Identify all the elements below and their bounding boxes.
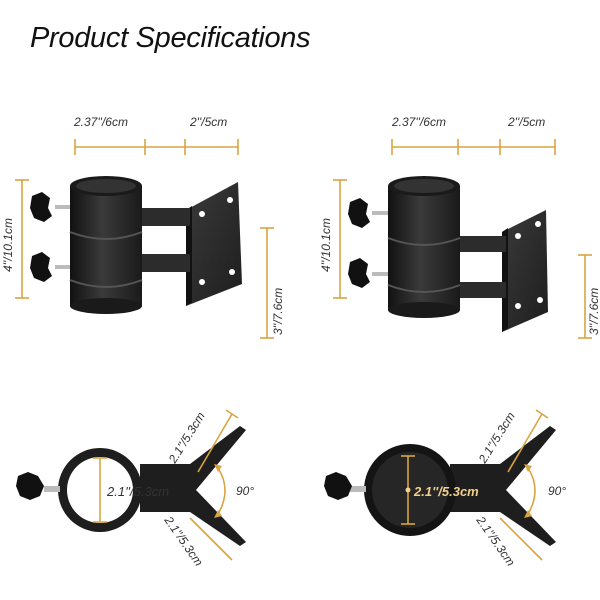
top-right-view: 2.37''/6cm 2''/5cm 4''/10.1cm [319, 115, 600, 339]
bl-knob [16, 472, 60, 500]
bl-diameter-label: 2.1''/5.3cm [106, 484, 169, 499]
bottom-right-view: 2.1''/5.3cm 2.1''/5.3cm 2.1''/5.3cm 90° [324, 409, 566, 569]
tr-arm-top [450, 236, 506, 252]
bl-arm-bottom-label: 2.1''/5.3cm [161, 513, 206, 569]
tr-height-plate-label: 3''/7.6cm [587, 288, 600, 335]
bottom-left-view: 2.1''/5.3cm 2.1''/5.3cm 2.1''/5.3cm 90° [16, 409, 254, 569]
tl-height-plate-label: 3''/7.6cm [271, 288, 285, 335]
page-title: Product Specifications [30, 22, 311, 54]
tl-mount-plate [186, 182, 242, 306]
tr-mount-plate [502, 210, 548, 332]
tl-knob-top [30, 192, 70, 222]
tr-width-a-label: 2.37''/6cm [391, 115, 446, 129]
tl-knob-bottom [30, 252, 70, 282]
tr-width-b-label: 2''/5cm [507, 115, 545, 129]
tr-knob-bottom [348, 258, 388, 288]
br-angle-label: 90° [548, 484, 566, 498]
tr-arm-bottom [450, 282, 506, 298]
br-knob [324, 472, 366, 500]
tl-arm-bottom [130, 254, 190, 272]
tr-height-total-label: 4''/10.1cm [319, 218, 333, 272]
br-diameter-label: 2.1''/5.3cm [413, 484, 479, 499]
tl-width-b-label: 2''/5cm [189, 115, 227, 129]
tl-width-a-label: 2.37''/6cm [73, 115, 128, 129]
tl-height-total-label: 4''/10.1cm [1, 218, 15, 272]
bl-angle-label: 90° [236, 484, 254, 498]
top-left-view: 2.37''/6cm 2''/5cm 4''/10.1cm [1, 115, 285, 339]
br-arm-bottom-label: 2.1''/5.3cm [473, 513, 518, 569]
tr-knob-top [348, 198, 388, 228]
tl-arm-top [130, 208, 190, 226]
